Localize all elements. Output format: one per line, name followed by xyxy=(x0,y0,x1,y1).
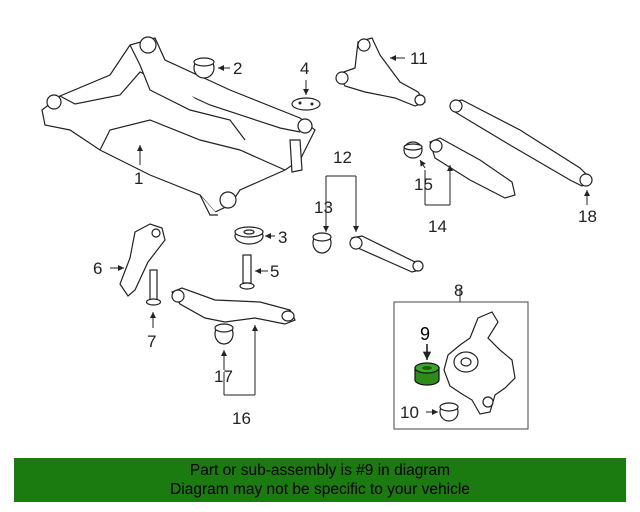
bushing-17-part xyxy=(214,323,234,345)
footer-line-1: Part or sub-assembly is #9 in diagram xyxy=(189,462,451,479)
footer-banner: Part or sub-assembly is #9 in diagram Di… xyxy=(14,458,626,502)
bushing-15-part xyxy=(403,141,423,159)
bracket-6-part xyxy=(119,223,166,297)
callout-1: 1 xyxy=(134,169,143,188)
lower-arm-16-part xyxy=(171,287,296,325)
subframe-part xyxy=(41,36,316,216)
bushing-9-highlighted-part xyxy=(414,362,440,386)
bolt-5-part xyxy=(239,254,255,290)
knuckle-part xyxy=(443,311,516,415)
callout-17: 17 xyxy=(214,367,233,386)
callout-2: 2 xyxy=(233,59,242,78)
footer-line-2: Diagram may not be specific to your vehi… xyxy=(170,481,470,498)
callout-14: 14 xyxy=(428,217,447,236)
callout-5: 5 xyxy=(270,262,279,281)
callout-3: 3 xyxy=(278,228,287,247)
callout-18: 18 xyxy=(578,207,597,226)
callout-13: 13 xyxy=(314,198,333,217)
bushing-10-part xyxy=(439,402,459,422)
callout-6: 6 xyxy=(93,259,102,278)
lateral-link-18-part xyxy=(449,99,593,187)
bushing-2-part xyxy=(193,57,215,79)
stopper-4-part xyxy=(291,97,321,111)
callout-9: 9 xyxy=(420,324,430,344)
bushing-13-part xyxy=(312,232,332,254)
upper-arm-11-part xyxy=(335,37,426,107)
trailing-link-14-part xyxy=(429,137,516,199)
callout-10: 10 xyxy=(400,403,419,422)
callout-11: 11 xyxy=(410,49,428,68)
bolt-7-part xyxy=(145,269,162,306)
bushing-3-part xyxy=(234,226,264,245)
callout-15: 15 xyxy=(414,175,433,194)
parts-diagram: 1 2 4 11 18 15 14 xyxy=(41,36,597,430)
assembly-8-box xyxy=(393,301,529,430)
link-12-part xyxy=(349,235,424,273)
callout-12: 12 xyxy=(333,148,352,167)
callout-8: 8 xyxy=(454,281,463,300)
callout-4: 4 xyxy=(300,59,309,78)
callout-7: 7 xyxy=(147,332,156,351)
callout-16: 16 xyxy=(232,409,251,428)
